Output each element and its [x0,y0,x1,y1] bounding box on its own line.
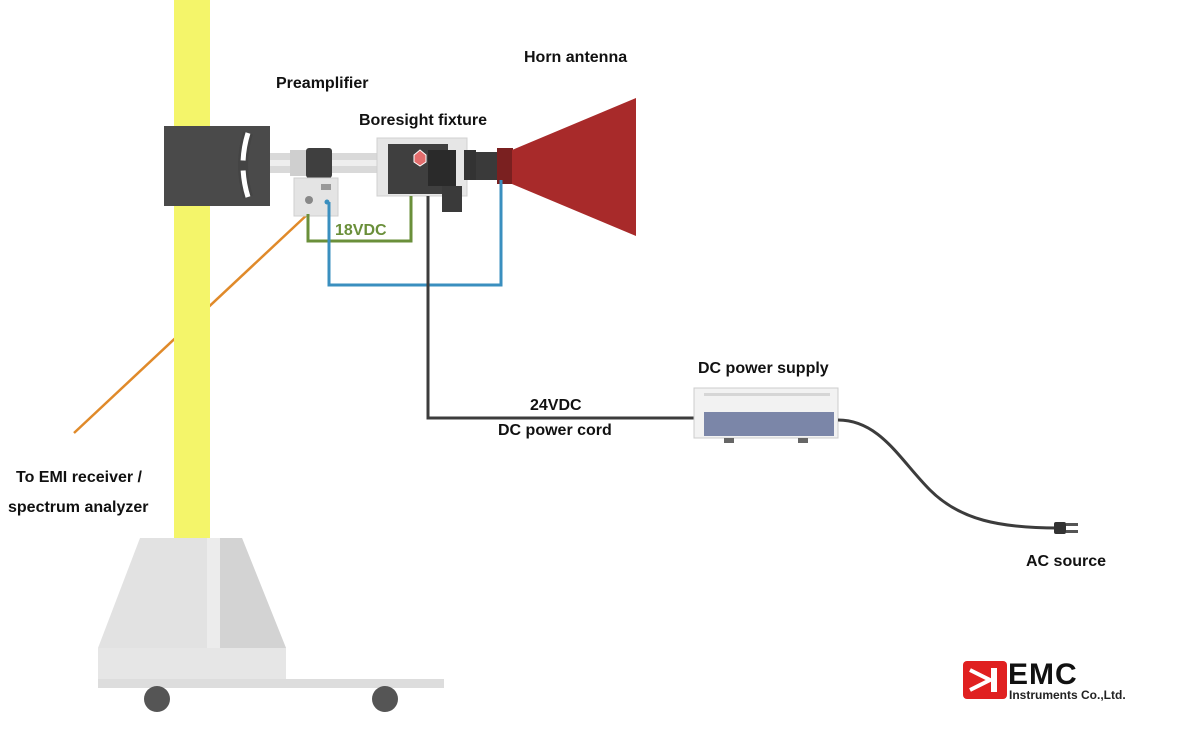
mast-stand [98,538,444,712]
label-18vdc: 18VDC [335,222,387,239]
cable-18vdc [306,196,413,243]
stand-wheel-right [372,686,398,712]
dc-power-supply [693,387,839,443]
label-24vdc: 24VDC [530,397,582,414]
label-dc-power-cord: DC power cord [498,422,612,439]
ac-plug [1054,522,1078,534]
antenna-mast [174,0,210,545]
label-horn-antenna: Horn antenna [524,49,628,66]
stand-wheel-left [144,686,170,712]
label-boresight-fixture: Boresight fixture [359,112,488,129]
logo-mark [963,661,1007,699]
rod-coupler [306,148,332,178]
logo-text-sub: Instruments Co.,Ltd. [1009,688,1126,702]
boresight-fixture [376,137,476,212]
dc-power-cord [426,196,696,420]
label-preamplifier: Preamplifier [276,75,369,92]
logo-text-main: EMC [1008,658,1078,691]
label-dc-power-supply: DC power supply [698,360,829,377]
mast-clamp [164,126,270,206]
rf-cable-blue [327,180,503,287]
ac-power-cord [837,418,1059,530]
label-ac-source: AC source [1026,553,1107,570]
label-emi-receiver-line2: spectrum analyzer [8,499,149,516]
horn-antenna [476,98,636,236]
preamplifier [293,177,339,217]
label-emi-receiver-line1: To EMI receiver / [16,469,142,486]
